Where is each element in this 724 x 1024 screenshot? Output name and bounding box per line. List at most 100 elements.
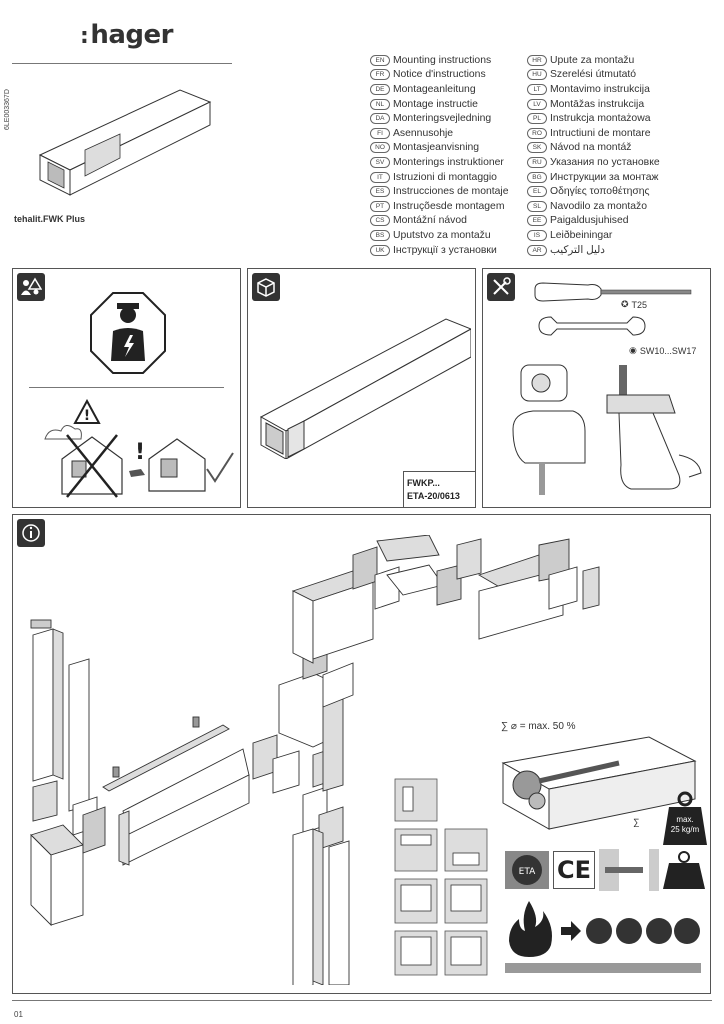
safety-panel: ! !	[12, 268, 241, 508]
screwdriver-icon	[534, 282, 692, 302]
package-box-icon	[252, 273, 280, 301]
exploded-assembly-drawing	[30, 535, 600, 985]
safety-divider	[29, 387, 224, 388]
footer-divider	[12, 1000, 712, 1001]
page-number: 01	[14, 1010, 23, 1019]
language-code-badge: EL	[527, 186, 547, 198]
language-label: Montasjeanvisning	[393, 142, 480, 154]
product-illustration	[38, 89, 212, 196]
svg-text:!: !	[135, 440, 145, 465]
package-product-illustration	[259, 318, 471, 459]
goggles-icon	[674, 918, 700, 944]
language-code-badge: FI	[370, 127, 390, 139]
language-code-badge: PT	[370, 200, 390, 212]
language-label: Intructiuni de montare	[550, 127, 651, 139]
language-label: Montavimo instrukcija	[550, 83, 650, 95]
load-weight-icon	[649, 849, 705, 891]
tools-icon	[487, 273, 515, 301]
info-icon	[17, 519, 45, 547]
language-label: Instruçõesde montagem	[393, 200, 505, 212]
language-code-badge: BS	[370, 229, 390, 241]
language-label: Asennusohje	[393, 127, 454, 139]
package-panel: FWKP... ETA-20/0613	[247, 268, 476, 508]
cable-capacity-illustration	[501, 736, 697, 830]
language-label: Montageanleitung	[393, 83, 476, 95]
language-label: Návod na montáž	[550, 142, 632, 154]
header-divider	[12, 63, 232, 64]
language-label: Szerelési útmutató	[550, 69, 637, 81]
language-label: Monterings instruktioner	[393, 156, 504, 168]
language-code-badge: DA	[370, 113, 390, 125]
language-label: Leiðbeiningar	[550, 229, 613, 241]
language-code-badge: UK	[370, 244, 390, 256]
language-label: Mounting instructions	[393, 54, 492, 66]
language-code-badge: EN	[370, 54, 390, 66]
language-code-badge: PL	[527, 113, 547, 125]
language-label: Montāžas instrukcija	[550, 98, 645, 110]
language-code-badge: CS	[370, 215, 390, 227]
electrician-icon	[90, 292, 166, 374]
load-prefix-label: ∑	[633, 817, 640, 827]
language-label: Navodilo za montažo	[550, 200, 648, 212]
language-label: دليل التركيب	[550, 245, 605, 257]
eta-mark-text: ETA	[519, 867, 536, 877]
language-code-badge: SL	[527, 200, 547, 212]
product-code-box: FWKP... ETA-20/0613	[403, 471, 475, 507]
language-label: Monteringsvejledning	[393, 113, 492, 125]
fill-capacity-label: ∑ ⌀ = max. 50 %	[501, 721, 576, 732]
assembly-panel: ∑ ⌀ = max. 50 % ∑ max. 25 kg/m	[12, 514, 711, 994]
language-code-badge: EE	[527, 215, 547, 227]
torx-size-label: ✪T25	[621, 299, 648, 310]
torx-icon: ✪	[621, 299, 629, 309]
language-code-badge: NO	[370, 142, 390, 154]
document-number: 6LE003367D	[4, 89, 11, 130]
language-label: Указания по установке	[550, 156, 660, 168]
mounting-options-diagram	[394, 778, 488, 976]
language-code-badge: SV	[370, 156, 390, 168]
hex-socket-icon: ◉	[629, 345, 637, 355]
language-code-badge: LT	[527, 83, 547, 95]
language-label: Інструкції з установки	[393, 244, 497, 256]
language-code-badge: DE	[370, 83, 390, 95]
language-label: Paigaldusjuhised	[550, 215, 629, 227]
weight-icon	[663, 791, 707, 845]
language-label: Istruzioni di montaggio	[393, 171, 497, 183]
eta-mark-icon: ETA	[505, 851, 549, 889]
language-code-badge: HR	[527, 54, 547, 66]
language-code-badge: NL	[370, 98, 390, 110]
language-code-badge: FR	[370, 69, 390, 81]
power-tools-illustration	[512, 364, 702, 495]
language-label: Upute za montažu	[550, 54, 635, 66]
language-label: Montage instructie	[393, 98, 478, 110]
language-code-badge: LV	[527, 98, 547, 110]
language-code-badge: RU	[527, 156, 547, 168]
language-code-badge: IT	[370, 171, 390, 183]
language-label: Instrukcja montażowa	[550, 113, 651, 125]
language-label: Οδηγίες τοποθέτησης	[550, 186, 650, 198]
language-label: Инструкции за монтаж	[550, 171, 659, 183]
